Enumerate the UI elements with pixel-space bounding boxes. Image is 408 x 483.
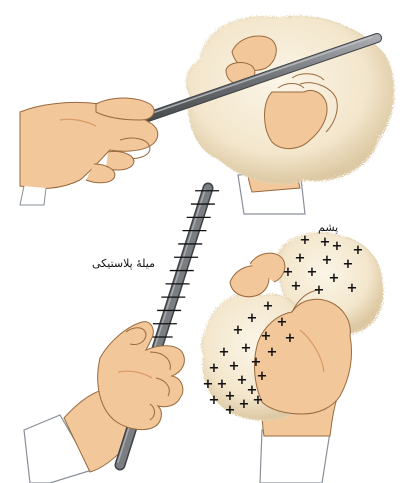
positive-charge: + xyxy=(291,279,302,294)
positive-charge: + xyxy=(285,331,296,346)
positive-charge: + xyxy=(233,323,244,338)
positive-charge: + xyxy=(307,265,318,280)
positive-charge: + xyxy=(353,243,364,258)
positive-charge: + xyxy=(253,393,264,408)
positive-charge: + xyxy=(239,397,250,412)
positive-charge: + xyxy=(322,253,333,268)
positive-charge: + xyxy=(300,233,311,248)
positive-charge: + xyxy=(229,359,240,374)
bottom-left-hand xyxy=(98,322,185,430)
positive-charge: + xyxy=(225,403,236,418)
positive-charge: + xyxy=(247,311,258,326)
positive-charge: + xyxy=(257,369,268,384)
positive-charge: + xyxy=(263,299,274,314)
positive-charge: + xyxy=(283,265,294,280)
positive-charge: + xyxy=(241,341,252,356)
positive-charge: + xyxy=(261,329,272,344)
bottom-left-scene xyxy=(24,188,219,483)
positive-charge: + xyxy=(320,235,331,250)
positive-charge: + xyxy=(314,283,325,298)
wool-label: پشم xyxy=(318,222,338,233)
positive-charge: + xyxy=(267,345,278,360)
plastic-rod-label: میلهٔ پلاستیکی xyxy=(92,258,155,269)
positive-charge: + xyxy=(203,377,214,392)
positive-charge: + xyxy=(209,393,220,408)
positive-charge: + xyxy=(219,345,230,360)
positive-charge: + xyxy=(295,251,306,266)
positive-charge: + xyxy=(343,257,354,272)
positive-charge: + xyxy=(251,355,262,370)
positive-charge: + xyxy=(277,315,288,330)
positive-charge: + xyxy=(332,239,343,254)
positive-charge: + xyxy=(209,361,220,376)
top-left-hand xyxy=(20,98,158,205)
positive-charge: + xyxy=(225,389,236,404)
bottom-right-scene: +++++++++++++ ++++++++++++++++++++++ xyxy=(202,233,383,483)
positive-charge: + xyxy=(347,281,358,296)
bottom-right-sleeve xyxy=(260,430,330,483)
positive-charge: + xyxy=(329,271,340,286)
